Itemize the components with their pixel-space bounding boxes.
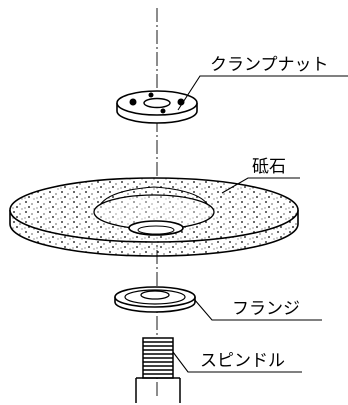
clamp-nut-leader xyxy=(177,75,348,111)
clamp-nut xyxy=(116,90,198,124)
flange-label: フランジ xyxy=(232,299,300,319)
spindle xyxy=(135,337,181,403)
flange xyxy=(114,286,196,313)
grinding-wheel xyxy=(9,177,299,257)
flange-leader xyxy=(193,298,322,321)
spindle-label: スピンドル xyxy=(200,351,285,371)
grinding-wheel-label: 砥石 xyxy=(252,157,286,177)
clamp-nut-label: クランプナット xyxy=(210,55,329,75)
spindle-leader xyxy=(172,351,302,373)
grinding-wheel-leader xyxy=(221,177,300,194)
